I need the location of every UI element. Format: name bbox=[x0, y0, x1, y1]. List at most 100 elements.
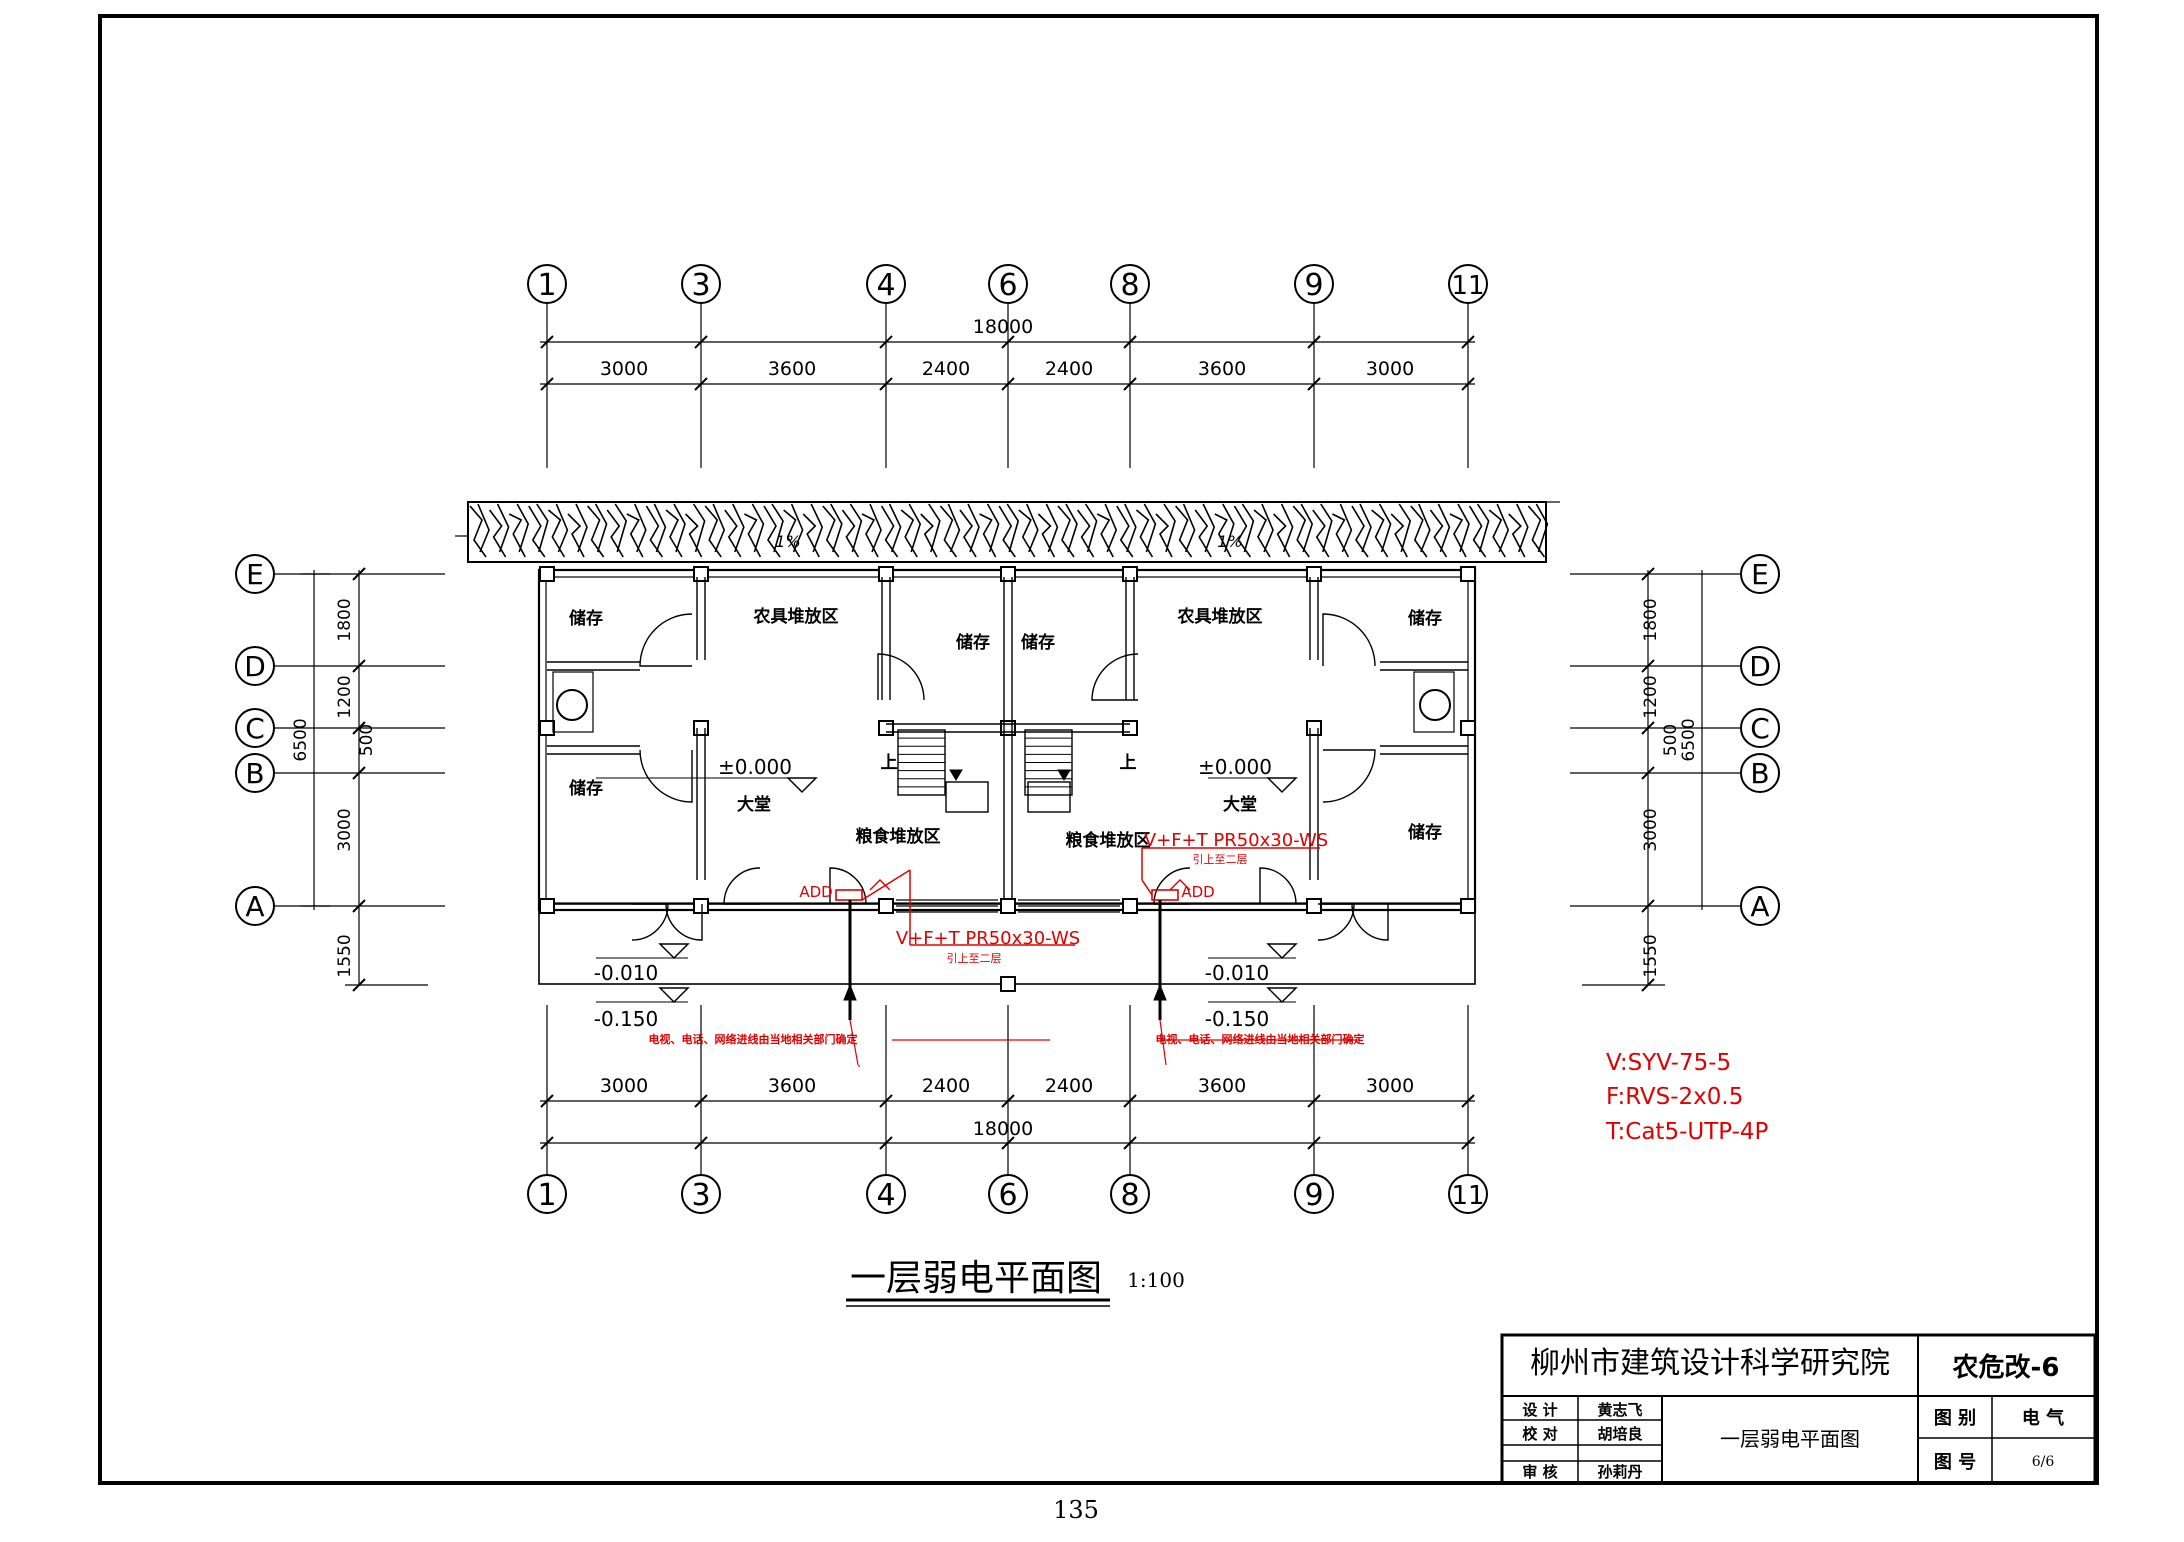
column bbox=[1460, 720, 1476, 736]
slope-right: 1% bbox=[1217, 532, 1242, 551]
axis-bubble-A-left: A bbox=[235, 886, 275, 926]
room-storage-sw: 储存 bbox=[569, 778, 603, 799]
review-name: 孙莉丹 bbox=[1597, 1463, 1642, 1481]
riser-note-right: 引上至二层 bbox=[1193, 852, 1248, 866]
page-number: 135 bbox=[1053, 1496, 1099, 1524]
roof-stone bbox=[1273, 503, 1294, 558]
dim-total-bottom: 18000 bbox=[973, 1118, 1033, 1140]
dim-tick bbox=[1461, 335, 1475, 349]
dim-tick bbox=[540, 377, 554, 391]
column bbox=[693, 720, 709, 736]
tank-symbol bbox=[1419, 689, 1451, 721]
svg-text:9: 9 bbox=[1304, 1178, 1323, 1213]
roof-stone bbox=[1135, 503, 1157, 558]
dim-tick bbox=[1307, 1136, 1321, 1150]
level-mark-porch-left bbox=[658, 943, 690, 960]
svg-text:4: 4 bbox=[876, 268, 895, 303]
dim-tick bbox=[1001, 335, 1015, 349]
axis-bubble-C-right: C bbox=[1740, 708, 1780, 748]
check-label: 校 对 bbox=[1522, 1425, 1557, 1443]
org-name: 柳州市建筑设计科学研究院 bbox=[1530, 1346, 1890, 1381]
weak-current-annotations: ADD ADD V+F+T PR50x30-WS 引上至二层 V+F+T PR5… bbox=[649, 830, 1365, 1046]
axis-bubble-1-bottom: 1 bbox=[527, 1174, 567, 1214]
dim-right-1200: 1200 bbox=[1641, 675, 1661, 718]
review-label: 审 核 bbox=[1522, 1463, 1557, 1481]
room-storage-ne: 储存 bbox=[1408, 608, 1442, 629]
title-block bbox=[1500, 1333, 2097, 1485]
roof-stone bbox=[1371, 503, 1392, 558]
level-mark-porch-right bbox=[1266, 943, 1298, 960]
roof-stone bbox=[528, 503, 549, 558]
svg-text:8: 8 bbox=[1120, 1178, 1139, 1213]
svg-text:3: 3 bbox=[691, 1178, 710, 1213]
level-marks: ±0.000 ±0.000 -0.010 -0.010 -0.150 -0.15… bbox=[594, 755, 1272, 1031]
roof-stone bbox=[469, 503, 490, 558]
dim-tick bbox=[540, 1136, 554, 1150]
roof-stone bbox=[1037, 503, 1059, 558]
dim-seg-5-top: 3600 bbox=[1198, 358, 1246, 380]
roof-outline bbox=[467, 501, 1547, 563]
svg-text:D: D bbox=[244, 650, 266, 683]
column bbox=[1122, 898, 1138, 914]
dim-tick bbox=[1123, 335, 1137, 349]
level-porch-right: -0.010 bbox=[1205, 961, 1269, 985]
dim-left-500: 500 bbox=[357, 724, 377, 756]
dim-tick bbox=[352, 766, 366, 780]
roof-hatch bbox=[467, 501, 1549, 563]
column bbox=[1122, 720, 1138, 736]
door-porch-r1 bbox=[1317, 903, 1355, 941]
entry-note-right: 电视、电话、网络进线由当地相关部门确定 bbox=[1156, 1032, 1365, 1046]
door-storage-ne bbox=[1322, 613, 1376, 667]
conduit-label-left: V+F+T PR50x30-WS bbox=[896, 928, 1080, 949]
dim-seg-1-bottom: 3000 bbox=[600, 1075, 648, 1097]
dimensions-bottom: 3000 3600 2400 2400 3600 3000 18000 bbox=[600, 1075, 1414, 1140]
dim-tick bbox=[879, 1136, 893, 1150]
column bbox=[1306, 566, 1322, 582]
grid-axes-bottom: 1 3 4 6 8 9 11 bbox=[527, 1174, 1488, 1214]
door-storage-nw bbox=[639, 613, 693, 667]
room-storage-n-right: 储存 bbox=[1021, 632, 1055, 653]
column bbox=[1000, 720, 1016, 736]
door-storage-se bbox=[1322, 749, 1376, 803]
dim-tick bbox=[1641, 567, 1655, 581]
tank-frame bbox=[1413, 671, 1455, 733]
roof-stone bbox=[1312, 503, 1333, 558]
dim-seg-6-top: 3000 bbox=[1366, 358, 1414, 380]
door-entry-l2 bbox=[829, 867, 867, 905]
dim-left-3000: 3000 bbox=[335, 808, 355, 851]
door-porch-r2 bbox=[1351, 903, 1389, 941]
room-hall-right: 大堂 bbox=[1223, 794, 1257, 815]
design-label: 设 计 bbox=[1522, 1401, 1557, 1419]
roof-stone bbox=[1488, 503, 1510, 558]
axis-bubble-D-right: D bbox=[1740, 646, 1780, 686]
stair-arrow bbox=[949, 769, 963, 781]
dim-left-1200: 1200 bbox=[335, 675, 355, 718]
level-mark-floor-right bbox=[1266, 777, 1298, 794]
svg-text:B: B bbox=[1750, 757, 1769, 790]
axis-bubble-C-left: C bbox=[235, 708, 275, 748]
roof-stone bbox=[704, 503, 726, 558]
roof-stone bbox=[488, 503, 510, 558]
roof-stone bbox=[724, 503, 745, 558]
dim-tick bbox=[1461, 1136, 1475, 1150]
drawing-code: 农危改-6 bbox=[1952, 1352, 2060, 1383]
roof-stone bbox=[1449, 503, 1470, 558]
roof-stone bbox=[744, 503, 765, 558]
roof-stone bbox=[1214, 503, 1235, 558]
dim-seg-4-top: 2400 bbox=[1045, 358, 1093, 380]
door-storage-sw bbox=[639, 749, 693, 803]
roof-stone bbox=[822, 503, 843, 558]
dim-tick bbox=[352, 659, 366, 673]
svg-text:6: 6 bbox=[998, 268, 1017, 303]
roof-stone bbox=[783, 503, 804, 558]
roof-stone bbox=[802, 503, 824, 558]
roof-stone bbox=[1116, 503, 1137, 558]
roof-stone bbox=[1076, 503, 1098, 558]
drawing-frame bbox=[98, 14, 2099, 1485]
dim-right-6500: 6500 bbox=[1679, 718, 1699, 761]
dim-tick bbox=[879, 1094, 893, 1108]
column bbox=[693, 566, 709, 582]
dim-tick bbox=[540, 1094, 554, 1108]
dim-total-top: 18000 bbox=[973, 316, 1033, 338]
room-storage-n-left: 储存 bbox=[956, 632, 990, 653]
